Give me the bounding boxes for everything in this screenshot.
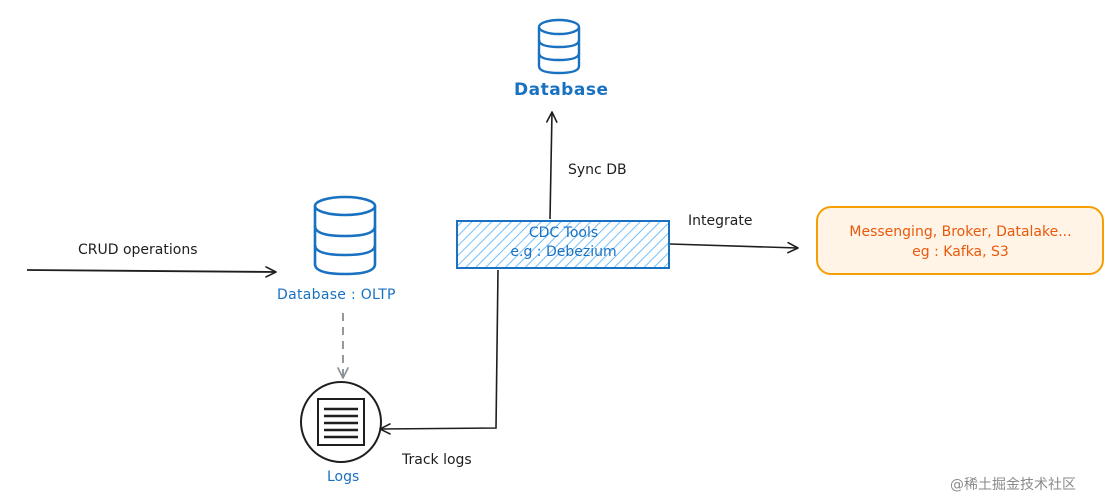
destinations-title: Messenging, Broker, Datalake... [849,224,1072,240]
logs-label: Logs [327,469,360,485]
cdc-tools-example: e.g : Debezium [510,244,617,260]
sync-db-label: Sync DB [568,162,627,178]
database-oltp-icon [313,195,377,276]
crud-label: CRUD operations [78,242,198,258]
crud-arrow [26,266,277,278]
integrate-label: Integrate [688,213,753,229]
destinations-box [816,206,1104,275]
watermark: @稀土掘金技术社区 [950,477,1076,493]
track-logs-label: Track logs [402,452,472,468]
cdc-tools-text: CDC Tools e.g : Debezium [458,224,669,262]
cdc-tools-title: CDC Tools [528,225,599,241]
database-oltp-label: Database : OLTP [277,287,396,303]
cdc-tools-box [456,220,670,269]
logs-document-icon [300,381,382,463]
destinations-text: Messenging, Broker, Datalake... eg : Kaf… [818,222,1103,262]
integrate-arrow [669,241,799,254]
database-top-icon [537,18,581,75]
destinations-example: eg : Kafka, S3 [912,244,1009,260]
sync-db-arrow [546,111,558,220]
database-top-label: Database [514,80,609,100]
track-logs-arrow [379,269,499,435]
